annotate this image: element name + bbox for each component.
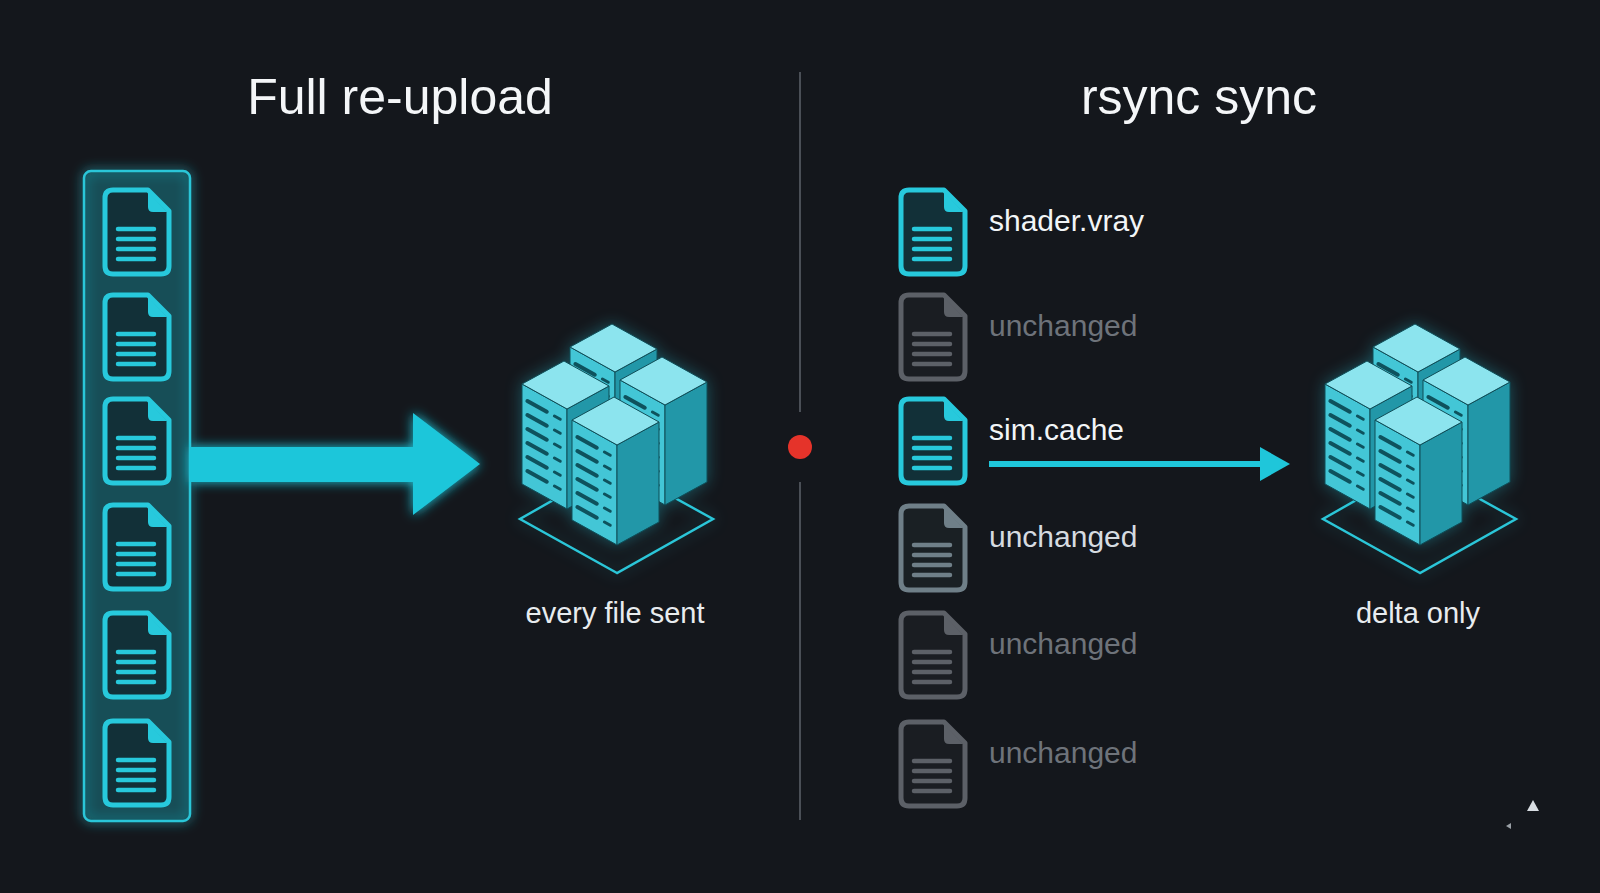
server-node: delta only [1288,337,1548,637]
server-caption: delta only [1288,599,1548,628]
file-shape [898,719,968,809]
file-shape [898,396,968,486]
file-icon [901,613,965,697]
file-icon [901,506,965,590]
file-shape [898,503,968,593]
file-name: sim.cache [989,415,1124,445]
server-node: every file sent [485,337,745,637]
file-node: unchanged [898,292,1158,380]
corner-mark [1506,823,1511,829]
file-shape [898,187,968,277]
divider-line [799,72,801,412]
divider-line [799,482,801,820]
server-shape [515,337,715,577]
file-name: shader.vray [989,206,1144,236]
file-icon [105,721,169,805]
file-icon [901,295,965,379]
panel-heading: Full re-upload [247,72,553,122]
corner-mark [1527,800,1539,811]
server-cluster [1323,324,1516,573]
server-cluster [520,324,713,573]
file-icon [105,295,169,379]
file-name: unchanged [989,738,1137,768]
server-caption: every file sent [485,599,745,628]
file-icon [901,399,965,483]
server-shape [1318,337,1518,577]
file-name: unchanged [989,522,1137,552]
file-shape [898,292,968,382]
panel-heading: rsync sync [1081,72,1317,122]
file-name: unchanged [989,311,1137,341]
file-node: unchanged [898,503,1158,591]
file-shape [898,610,968,700]
file-node: unchanged [898,610,1158,698]
file-name: unchanged [989,629,1137,659]
file-icon [105,505,169,589]
file-node: shader.vray [898,187,1158,275]
file-icon [901,190,965,274]
file-icon [105,399,169,483]
file-stack [84,171,190,821]
file-icon [901,722,965,806]
divider-dot [788,435,812,459]
file-icons [105,190,169,805]
upload-arrow [190,413,480,515]
file-icon [105,190,169,274]
file-icon [105,613,169,697]
delta-arrow [989,461,1260,467]
file-node: sim.cache [898,396,1158,464]
file-node: unchanged [898,719,1158,807]
